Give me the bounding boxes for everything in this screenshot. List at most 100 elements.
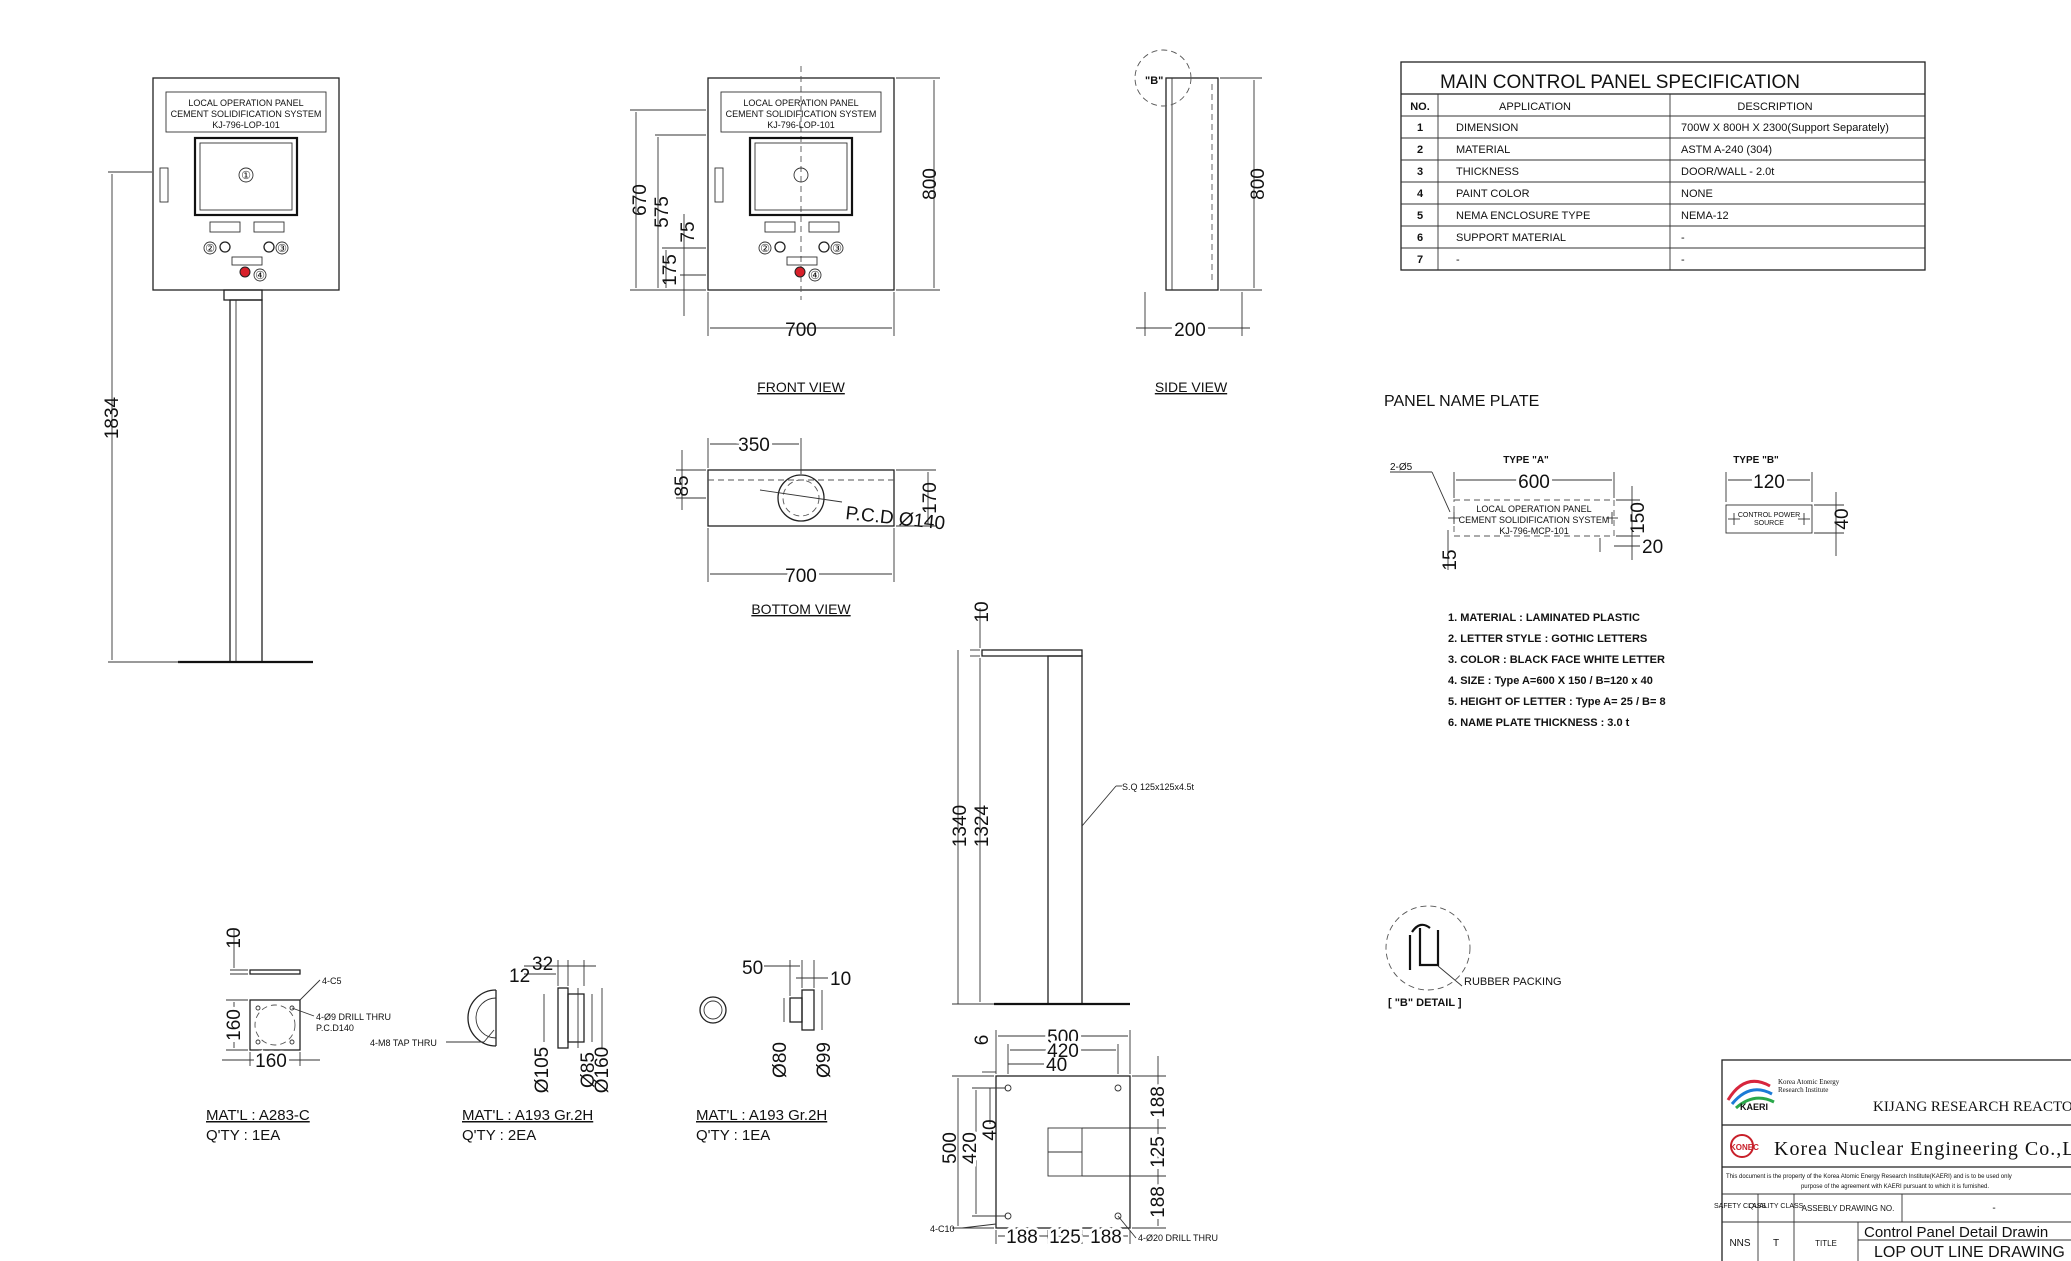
part1-note-pcd: P.C.D140 bbox=[316, 1023, 354, 1033]
front-plate-line3: KJ-796-LOP-101 bbox=[767, 120, 835, 130]
dim-front-575: 575 bbox=[652, 196, 673, 228]
spec-cell-no: 7 bbox=[1417, 254, 1423, 266]
spec-cell-description: 700W X 800H X 2300(Support Separately) bbox=[1681, 122, 1889, 134]
part-flange-plate: 10 160 160 4-C5 4-Ø9 DRILL THRU P.C.D140… bbox=[206, 927, 391, 1144]
dim-base-188-left: 188 bbox=[1006, 1227, 1038, 1248]
nameplate-a-15: 15 bbox=[1440, 549, 1461, 570]
panel-name-plate-section: PANEL NAME PLATE TYPE "A" TYPE "B" 2-Ø5 … bbox=[1384, 393, 1853, 729]
dim-base-500-vertical: 500 bbox=[940, 1132, 961, 1164]
base-drill-note: 4-Ø20 DRILL THRU bbox=[1138, 1233, 1218, 1243]
spec-cell-application: THICKNESS bbox=[1456, 166, 1519, 178]
nameplate-notes: 1. MATERIAL : LAMINATED PLASTIC 2. LETTE… bbox=[1448, 612, 1666, 729]
front-view-label: FRONT VIEW bbox=[757, 379, 845, 395]
nameplate-note-6: 6. NAME PLATE THICKNESS : 3.0 t bbox=[1448, 717, 1630, 729]
part2-quantity: Q'TY : 2EA bbox=[462, 1127, 536, 1144]
dim-base-500: 500 bbox=[1047, 1027, 1079, 1048]
nameplate-b-height: 40 bbox=[1832, 508, 1853, 529]
kaeri-abbrev: KAERI bbox=[1740, 1102, 1768, 1112]
spec-cell-description: NEMA-12 bbox=[1681, 210, 1729, 222]
spec-cell-description: NONE bbox=[1681, 188, 1713, 200]
nameplate-b-line2: SOURCE bbox=[1754, 520, 1784, 527]
assembly-drawing-header: ASSEBLY DRAWING NO. bbox=[1802, 1204, 1895, 1213]
dim-overall-height: 1834 bbox=[102, 396, 123, 439]
part3-dim-dia80: Ø80 bbox=[770, 1042, 791, 1078]
callout-3: ③ bbox=[277, 243, 287, 255]
nameplate-a-line2: CEMENT SOLIDIFICATION SYSTEM bbox=[1459, 515, 1610, 525]
dim-bottom-350: 350 bbox=[738, 435, 770, 456]
dim-front-700: 700 bbox=[785, 320, 817, 341]
side-view: "B" 800 200 SIDE VIEW bbox=[1134, 49, 1269, 395]
project-name: KIJANG RESEARCH REACTO bbox=[1873, 1099, 2071, 1115]
dim-bottom-85: 85 bbox=[672, 475, 693, 496]
rubber-packing-label: RUBBER PACKING bbox=[1464, 976, 1562, 988]
front-view: LOCAL OPERATION PANEL CEMENT SOLIDIFICAT… bbox=[630, 66, 941, 395]
dim-base-6: 6 bbox=[972, 1035, 993, 1046]
konec-abbrev: KONEC bbox=[1730, 1143, 1759, 1152]
post-sq-note: S.Q 125x125x4.5t bbox=[1122, 782, 1195, 792]
part2-material: MAT'L : A193 Gr.2H bbox=[462, 1107, 593, 1124]
nameplate-note-2: 2. LETTER STYLE : GOTHIC LETTERS bbox=[1448, 633, 1647, 645]
part3-dim-50: 50 bbox=[742, 958, 763, 979]
nameplate-a-width: 600 bbox=[1518, 472, 1550, 493]
nameplate-hole-note: 2-Ø5 bbox=[1390, 462, 1413, 473]
b-detail: [ "B" DETAIL ] RUBBER PACKING bbox=[1385, 905, 1562, 1009]
part2-dim-dia160: Ø160 bbox=[592, 1047, 613, 1093]
dim-post-1324: 1324 bbox=[972, 804, 993, 847]
spec-cell-application: NEMA ENCLOSURE TYPE bbox=[1456, 210, 1590, 222]
spec-cell-application: SUPPORT MATERIAL bbox=[1456, 232, 1566, 244]
spec-header-application: APPLICATION bbox=[1499, 101, 1571, 113]
callout-4: ④ bbox=[255, 270, 265, 282]
title-block: KAERI Korea Atomic Energy Research Insti… bbox=[1714, 1059, 2071, 1261]
plate-line2: CEMENT SOLIDIFICATION SYSTEM bbox=[171, 109, 322, 119]
front-plate-line1: LOCAL OPERATION PANEL bbox=[743, 98, 858, 108]
spec-cell-application: - bbox=[1456, 254, 1460, 266]
part2-dim-32: 32 bbox=[532, 954, 553, 975]
part1-note-c5: 4-C5 bbox=[322, 976, 342, 986]
part-collar: 50 10 Ø80 Ø99 MAT'L : A193 Gr.2H Q'TY : … bbox=[696, 958, 851, 1144]
nameplate-a-line1: LOCAL OPERATION PANEL bbox=[1476, 504, 1591, 514]
front-plate-line2: CEMENT SOLIDIFICATION SYSTEM bbox=[726, 109, 877, 119]
callout-2: ② bbox=[205, 243, 215, 255]
spec-cell-application: MATERIAL bbox=[1456, 144, 1510, 156]
dim-base-right-188-bottom: 188 bbox=[1148, 1186, 1169, 1218]
part3-dim-dia99: Ø99 bbox=[814, 1042, 835, 1078]
front-callout-2: ② bbox=[760, 243, 770, 255]
dim-side-200: 200 bbox=[1174, 320, 1206, 341]
spec-cell-application: PAINT COLOR bbox=[1456, 188, 1530, 200]
spec-cell-application: DIMENSION bbox=[1456, 122, 1518, 134]
part2-note-tap: 4-M8 TAP THRU bbox=[370, 1038, 437, 1048]
dim-post-1340: 1340 bbox=[950, 805, 971, 847]
part2-dim-12: 12 bbox=[509, 966, 530, 987]
quality-class-value: T bbox=[1773, 1238, 1779, 1249]
nameplate-note-4: 4. SIZE : Type A=600 X 150 / B=120 x 40 bbox=[1448, 675, 1653, 687]
part3-dim-10: 10 bbox=[830, 969, 851, 990]
spec-cell-description: - bbox=[1681, 254, 1685, 266]
nameplate-type-b: TYPE "B" bbox=[1733, 455, 1779, 466]
nameplate-note-5: 5. HEIGHT OF LETTER : Type A= 25 / B= 8 bbox=[1448, 696, 1666, 708]
nameplate-a-20: 20 bbox=[1642, 537, 1663, 558]
emergency-stop-button bbox=[239, 266, 251, 278]
dim-bottom-700: 700 bbox=[785, 566, 817, 587]
dim-side-800: 800 bbox=[1248, 168, 1269, 200]
dim-front-800: 800 bbox=[920, 168, 941, 200]
safety-class-value: NNS bbox=[1729, 1238, 1750, 1249]
part3-quantity: Q'TY : 1EA bbox=[696, 1127, 770, 1144]
dim-front-175: 175 bbox=[660, 254, 681, 286]
spec-cell-no: 3 bbox=[1417, 166, 1423, 178]
spec-table: MAIN CONTROL PANEL SPECIFICATION NO. APP… bbox=[1400, 61, 1926, 271]
support-post-view: 10 1340 1324 S.Q 125x125x4.5t bbox=[950, 601, 1195, 1006]
institute-line1: Korea Atomic Energy bbox=[1778, 1078, 1840, 1086]
b-marker: "B" bbox=[1145, 75, 1163, 87]
spec-header-no: NO. bbox=[1410, 101, 1430, 113]
callout-1: ① bbox=[241, 170, 251, 182]
nameplate-b-width: 120 bbox=[1753, 472, 1785, 493]
overall-assembly-view: LOCAL OPERATION PANEL CEMENT SOLIDIFICAT… bbox=[102, 77, 340, 664]
spec-cell-description: DOOR/WALL - 2.0t bbox=[1681, 166, 1774, 178]
part2-dim-dia85: Ø85 bbox=[578, 1052, 599, 1088]
b-detail-label: [ "B" DETAIL ] bbox=[1388, 997, 1462, 1009]
assembly-drawing-value: - bbox=[1992, 1203, 1995, 1214]
dim-post-10: 10 bbox=[972, 601, 993, 622]
front-emergency-stop-button bbox=[794, 266, 806, 278]
